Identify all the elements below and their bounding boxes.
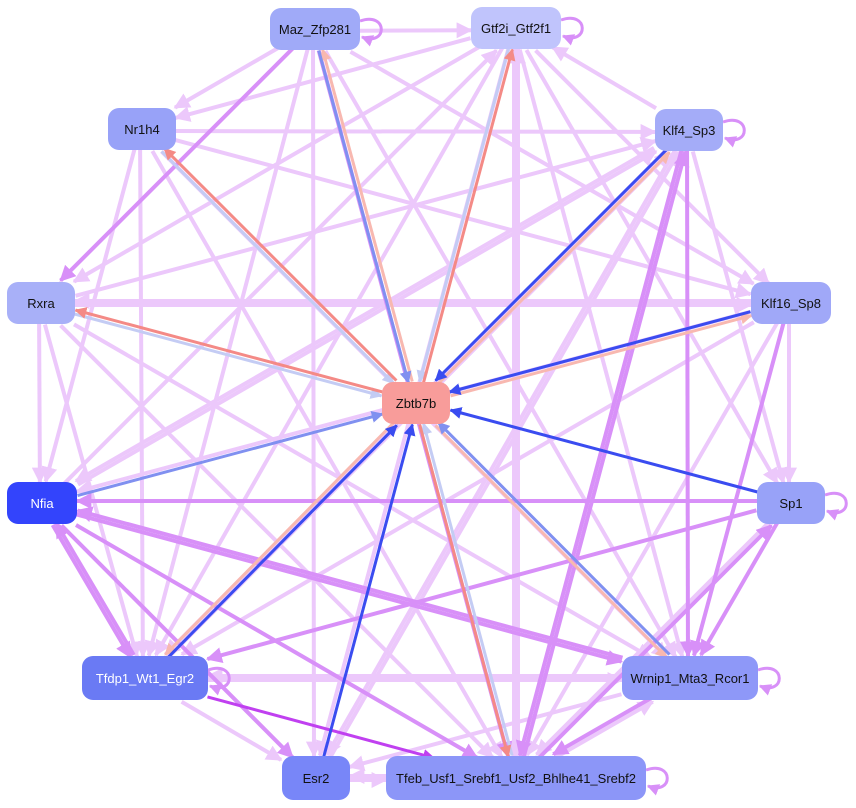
edge-klf16-to-tfdp1 [180, 320, 755, 657]
edge-gtf2i-to-nr1h4 [173, 36, 472, 122]
node-label: Wrnip1_Mta3_Rcor1 [630, 670, 750, 686]
edge-maz-to-zbtb7b [317, 50, 412, 384]
edge-zbtb7b-to-klf4 [437, 151, 671, 385]
edge-wrnip1-to-zbtb7b [437, 421, 671, 656]
edge-tfdp1-to-tfeb [207, 695, 436, 761]
self-loop-sp1 [824, 491, 848, 521]
edge-klf4-to-zbtb7b [434, 148, 668, 382]
edge-zbtb7b-to-tfeb [418, 424, 512, 758]
edge-nr1h4-to-tfdp1 [134, 149, 151, 658]
edge-nfia-to-tfdp1 [50, 523, 133, 659]
node-label: Tfeb_Usf1_Srebf1_Usf2_Bhlhe41_Srebf2 [396, 770, 636, 786]
node-label: Nfia [30, 495, 54, 511]
edge-esr2-to-klf4 [328, 150, 681, 758]
node-nfia[interactable]: Nfia [7, 482, 77, 524]
edge-maz-to-nr1h4 [173, 46, 279, 110]
edge-tfdp1-to-esr2 [180, 699, 283, 762]
self-loop-gtf2i [560, 16, 584, 46]
edge-zbtb7b-to-rxra [74, 307, 383, 394]
node-label: Tfdp1_Wt1_Egr2 [95, 670, 195, 686]
edge-rxra-to-nfia [31, 324, 48, 484]
edge-maz-to-tfdp1 [144, 48, 310, 658]
self-loop-maz [359, 17, 383, 47]
edge-tfeb-to-wrnip1 [554, 699, 655, 760]
node-label: Sp1 [779, 495, 803, 511]
self-loop-klf4 [722, 118, 746, 148]
node-tfdp1[interactable]: Tfdp1_Wt1_Egr2 [82, 656, 208, 700]
edge-nfia-to-gtf2i [62, 49, 498, 485]
self-loop-wrnip1 [757, 666, 781, 696]
edge-zbtb7b-to-nr1h4 [163, 147, 398, 382]
edge-zbtb7b-to-klf16 [450, 312, 753, 398]
edge-maz-to-esr2 [305, 50, 322, 758]
node-klf16[interactable]: Klf16_Sp8 [751, 282, 831, 324]
node-label: Gtf2i_Gtf2f1 [480, 20, 552, 36]
edge-zbtb7b-to-tfdp1 [164, 421, 395, 656]
node-nr1h4[interactable]: Nr1h4 [108, 108, 176, 150]
edge-klf4-to-gtf2i [551, 45, 658, 110]
node-wrnip1[interactable]: Wrnip1_Mta3_Rcor1 [622, 656, 758, 700]
edge-gtf2i-to-zbtb7b [416, 48, 510, 383]
self-loop-tfdp1 [207, 666, 231, 696]
node-sp1[interactable]: Sp1 [757, 482, 825, 524]
edge-maz-to-gtf2i [359, 22, 473, 39]
self-loop-tfeb [645, 766, 669, 796]
edge-esr2-to-zbtb7b [322, 423, 416, 757]
node-rxra[interactable]: Rxra [7, 282, 75, 324]
node-label: Maz_Zfp281 [278, 21, 352, 37]
edge-tfeb-to-zbtb7b [420, 422, 514, 756]
edge-maz-to-wrnip1 [323, 49, 678, 659]
node-label: Esr2 [302, 770, 330, 786]
edge-klf4-to-wrnip1 [679, 150, 696, 658]
node-esr2[interactable]: Esr2 [282, 756, 350, 800]
node-gtf2i[interactable]: Gtf2i_Gtf2f1 [471, 7, 561, 49]
edge-tfeb-to-klf4 [521, 149, 690, 758]
edge-zbtb7b-to-wrnip1 [434, 424, 668, 659]
edge-klf4-to-sp1 [690, 150, 788, 485]
edge-gtf2i-to-tfdp1 [154, 47, 505, 657]
edge-nfia-to-wrnip1 [75, 512, 624, 666]
node-klf4[interactable]: Klf4_Sp3 [655, 109, 723, 151]
edge-nfia-to-klf4 [76, 149, 658, 487]
node-label: Klf4_Sp3 [662, 122, 716, 138]
node-label: Rxra [27, 295, 55, 311]
edge-sp1-to-tfdp1 [205, 508, 757, 663]
edge-tfdp1-to-nfia [54, 521, 136, 657]
edge-nr1h4-to-zbtb7b [160, 150, 395, 385]
edge-nfia-to-zbtb7b [77, 411, 384, 498]
node-label: Nr1h4 [124, 121, 160, 137]
edge-rxra-to-zbtb7b [74, 312, 383, 399]
node-label: Zbtb7b [395, 395, 437, 411]
node-label: Klf16_Sp8 [761, 295, 821, 311]
edge-sp1-to-zbtb7b [449, 407, 758, 494]
edge-klf4-to-tfeb [515, 149, 684, 758]
node-maz[interactable]: Maz_Zfp281 [270, 8, 360, 50]
edge-sp1-to-wrnip1 [699, 522, 779, 657]
node-tfeb[interactable]: Tfeb_Usf1_Srebf1_Usf2_Bhlhe41_Srebf2 [386, 756, 646, 800]
edge-wrnip1-to-tfeb [551, 696, 652, 757]
edge-zbtb7b-to-maz [319, 48, 414, 382]
edge-zbtb7b-to-gtf2i [422, 48, 516, 383]
edge-wrnip1-to-nfia [75, 506, 624, 660]
edge-klf16-to-zbtb7b [448, 310, 751, 396]
edge-tfdp1-to-zbtb7b [167, 424, 398, 659]
node-zbtb7b[interactable]: Zbtb7b [382, 382, 450, 424]
edge-klf16-to-wrnip1 [690, 322, 786, 658]
edge-klf4-to-esr2 [325, 149, 677, 757]
edge-nr1h4-to-tfeb [150, 149, 504, 759]
edge-nfia-to-tfeb [74, 523, 479, 760]
edge-klf4-to-nfia [74, 146, 656, 483]
